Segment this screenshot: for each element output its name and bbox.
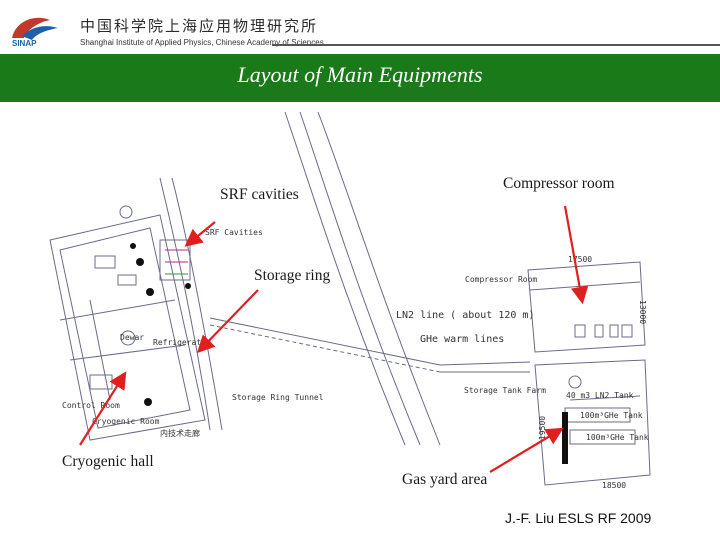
- plan-label-ln2-tank: 40 m3 LN2 Tank: [566, 391, 634, 400]
- plan-dim-bottom: 18500: [602, 481, 626, 490]
- plan-dim-right: 13000: [638, 300, 647, 324]
- arrow-srf: [184, 221, 216, 247]
- cryogenic-hall-inner: [59, 227, 191, 429]
- title-banner: [0, 54, 720, 102]
- plan-label-compressor: Compressor Room: [465, 275, 537, 284]
- callout-storage-ring: Storage ring: [254, 267, 331, 284]
- plan-label-tank-farm: Storage Tank Farm: [464, 386, 546, 395]
- plan-label-ghe-tank-2: 100m³GHe Tank: [586, 433, 649, 442]
- plan-label-ghe-tank-1: 100m³GHe Tank: [580, 411, 643, 420]
- footer-credit: J.-F. Liu ESLS RF 2009: [505, 510, 652, 526]
- ring-tunnel-outer: [299, 111, 421, 446]
- plan-label-control-room: Control Room: [62, 401, 120, 410]
- plan-label-ghe-warm: GHe warm lines: [420, 334, 504, 345]
- plan-label-dewar: Dewar: [120, 333, 144, 342]
- plan-dim-top: 17500: [568, 255, 592, 264]
- callout-srf-cavities: SRF cavities: [220, 186, 299, 203]
- ring-tunnel-inner: [284, 111, 406, 446]
- callout-compressor-room: Compressor room: [503, 175, 615, 192]
- institute-name-en: Shanghai Institute of Applied Physics, C…: [80, 38, 324, 47]
- sinap-logo: SINAP: [12, 17, 58, 48]
- slide-header: SINAP 中国科学院上海应用物理研究所 Shanghai Institute …: [0, 0, 720, 52]
- slide-title: Layout of Main Equipments: [237, 62, 483, 87]
- arrow-gas-yard: [489, 427, 564, 473]
- arrow-cryogenic: [79, 371, 127, 446]
- plan-label-corridor: 内技术走廊: [160, 428, 200, 438]
- plan-label-tunnel: Storage Ring Tunnel: [232, 393, 324, 402]
- arrow-compressor: [563, 205, 589, 305]
- tank-farm: [534, 359, 651, 486]
- plan-dim-left: 19500: [538, 416, 547, 440]
- logo-text: SINAP: [12, 39, 37, 48]
- compressor-building: [527, 261, 646, 353]
- ring-tunnel-inner-2: [159, 177, 211, 431]
- cryogenic-hall-outline: [49, 214, 206, 441]
- ring-tunnel-wall: [317, 111, 441, 446]
- plan-label-ln2-line: LN2 line ( about 120 m): [396, 310, 534, 321]
- ring-tunnel-inner-3: [171, 177, 223, 431]
- institute-name-cn: 中国科学院上海应用物理研究所: [80, 17, 319, 35]
- plan-label-cryo-room: Cryogenic Room: [92, 417, 160, 426]
- arrow-storage-ring: [196, 289, 259, 354]
- header-rule: [272, 44, 720, 46]
- callout-gas-yard: Gas yard area: [402, 471, 488, 488]
- plan-label-srf: SRF Cavities: [205, 228, 263, 237]
- callout-cryogenic-hall: Cryogenic hall: [62, 453, 154, 470]
- plan-label-refrigerator: Refrigerator: [153, 338, 211, 347]
